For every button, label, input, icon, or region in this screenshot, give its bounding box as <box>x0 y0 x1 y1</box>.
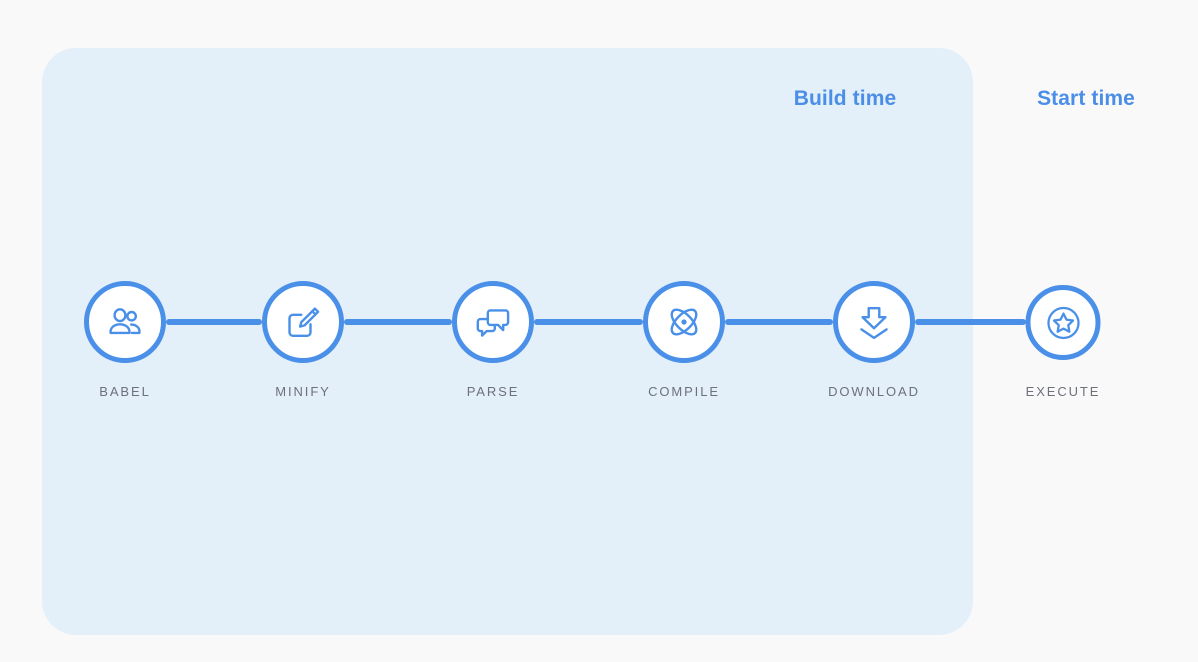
pipeline-step-minify[interactable]: MINIFY <box>262 281 344 399</box>
connector-babel-minify <box>166 319 262 325</box>
connector-parse-compile <box>534 319 643 325</box>
connector-compile-download <box>725 319 833 325</box>
edit-square-icon <box>283 302 323 342</box>
phase-heading-start-time: Start time <box>1037 87 1135 110</box>
pipeline-step-parse[interactable]: PARSE <box>452 281 534 399</box>
pipeline-step-execute-circle <box>1025 285 1101 360</box>
connector-minify-parse <box>344 319 452 325</box>
download-icon <box>854 302 894 342</box>
chat-bubbles-icon <box>473 302 513 342</box>
pipeline-step-download-label: DOWNLOAD <box>828 384 920 399</box>
phase-heading-build-time: Build time <box>793 87 897 110</box>
pipeline-step-babel-circle <box>84 281 166 363</box>
pipeline-step-babel[interactable]: BABEL <box>84 281 166 399</box>
pipeline-step-compile-circle <box>643 281 725 363</box>
pipeline-step-parse-circle <box>452 281 534 363</box>
pipeline-step-babel-label: BABEL <box>99 384 151 399</box>
pipeline-step-minify-circle <box>262 281 344 363</box>
pipeline-step-execute[interactable]: EXECUTE <box>1025 285 1101 399</box>
star-circle-icon <box>1044 304 1082 342</box>
pipeline-step-download-circle <box>833 281 915 363</box>
pipeline-step-minify-label: MINIFY <box>275 384 331 399</box>
pipeline-step-execute-label: EXECUTE <box>1025 384 1101 399</box>
pipeline-step-compile-label: COMPILE <box>648 384 720 399</box>
pipeline-step-compile[interactable]: COMPILE <box>643 281 725 399</box>
atom-icon <box>663 301 705 343</box>
pipeline-step-parse-label: PARSE <box>466 384 520 399</box>
connector-download-execute <box>915 319 1026 325</box>
pipeline-step-download[interactable]: DOWNLOAD <box>828 281 918 399</box>
users-icon <box>105 302 145 342</box>
